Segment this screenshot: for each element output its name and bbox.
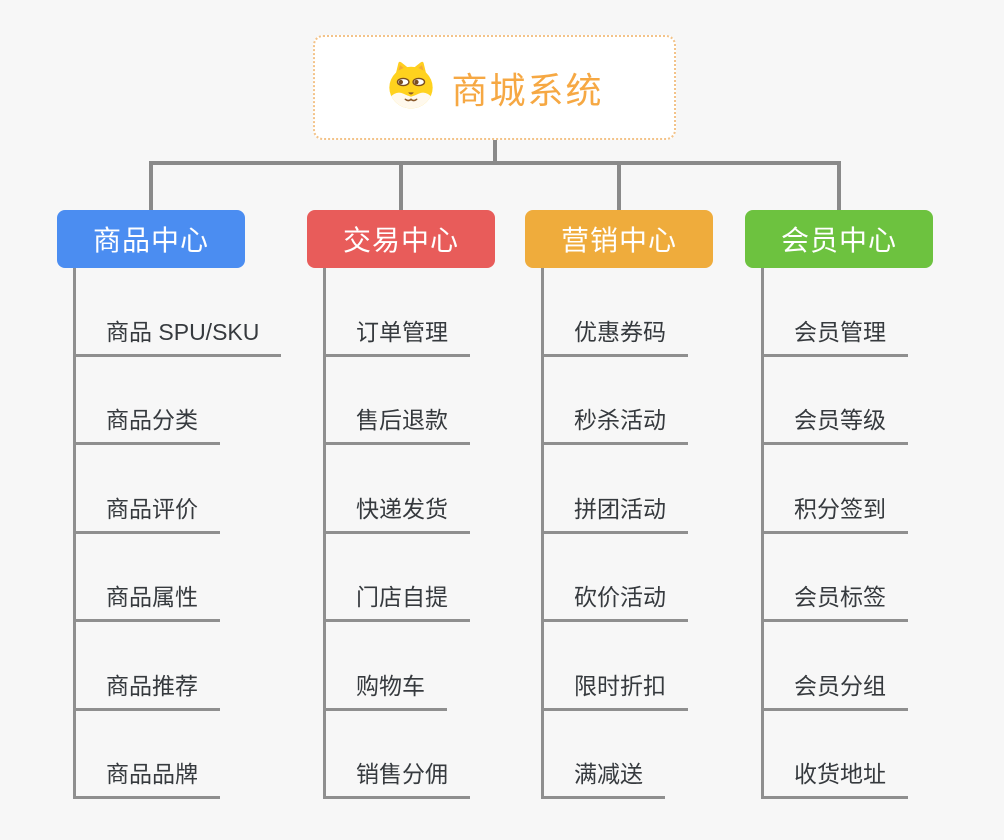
sub-topic-node[interactable]: 订单管理: [326, 268, 470, 357]
sub-topic-node[interactable]: 购物车: [326, 622, 447, 711]
connector-drop-line: [399, 161, 403, 210]
sub-topic-node[interactable]: 会员标签: [764, 534, 908, 622]
sub-topic-node[interactable]: 商品 SPU/SKU: [76, 268, 282, 357]
branch-node[interactable]: 交易中心: [307, 210, 495, 268]
root-node[interactable]: 商城系统: [313, 35, 676, 140]
sub-topic-node[interactable]: 限时折扣: [544, 622, 688, 711]
branch-label: 会员中心: [780, 225, 897, 256]
branch-label: 商品中心: [92, 225, 209, 256]
branch-children: 优惠券码秒杀活动拼团活动砍价活动限时折扣满减送: [541, 268, 688, 799]
sub-topic-node[interactable]: 商品评价: [76, 445, 220, 534]
sub-topic-node[interactable]: 拼团活动: [544, 445, 688, 534]
branch-label: 营销中心: [560, 225, 677, 256]
sub-topic-node[interactable]: 商品分类: [76, 357, 220, 445]
root-label: 商城系统: [451, 69, 604, 111]
sub-topic-node[interactable]: 收货地址: [764, 711, 908, 799]
branch-connector-line: [149, 161, 841, 165]
connector-drop-line: [837, 161, 841, 210]
connector-drop-line: [617, 161, 621, 210]
sub-topic-node[interactable]: 满减送: [544, 711, 665, 799]
branch-children: 会员管理会员等级积分签到会员标签会员分组收货地址: [761, 268, 908, 799]
branch-column: 会员中心 会员管理会员等级积分签到会员标签会员分组收货地址: [745, 0, 933, 840]
sub-topic-node[interactable]: 商品品牌: [76, 711, 220, 799]
branch-children: 订单管理售后退款快递发货门店自提购物车销售分佣: [323, 268, 470, 799]
sub-topic-node[interactable]: 会员分组: [764, 622, 908, 711]
sub-topic-node[interactable]: 销售分佣: [326, 711, 470, 799]
shiba-dog-icon: [385, 59, 437, 116]
branch-label: 交易中心: [342, 225, 459, 256]
sub-topic-node[interactable]: 商品推荐: [76, 622, 220, 711]
branch-column: 交易中心 订单管理售后退款快递发货门店自提购物车销售分佣: [307, 0, 495, 840]
sub-topic-node[interactable]: 砍价活动: [544, 534, 688, 622]
sub-topic-node[interactable]: 快递发货: [326, 445, 470, 534]
sub-topic-node[interactable]: 优惠券码: [544, 268, 688, 357]
root-trunk-line: [493, 139, 497, 165]
sub-topic-node[interactable]: 会员等级: [764, 357, 908, 445]
branch-node[interactable]: 商品中心: [57, 210, 245, 268]
sub-topic-node[interactable]: 门店自提: [326, 534, 470, 622]
sub-topic-node[interactable]: 售后退款: [326, 357, 470, 445]
connector-drop-line: [149, 161, 153, 210]
branch-node[interactable]: 会员中心: [745, 210, 933, 268]
sub-topic-node[interactable]: 会员管理: [764, 268, 908, 357]
branch-column: 营销中心 优惠券码秒杀活动拼团活动砍价活动限时折扣满减送: [525, 0, 713, 840]
branch-node[interactable]: 营销中心: [525, 210, 713, 268]
sub-topic-node[interactable]: 积分签到: [764, 445, 908, 534]
sub-topic-node[interactable]: 秒杀活动: [544, 357, 688, 445]
sub-topic-node[interactable]: 商品属性: [76, 534, 220, 622]
